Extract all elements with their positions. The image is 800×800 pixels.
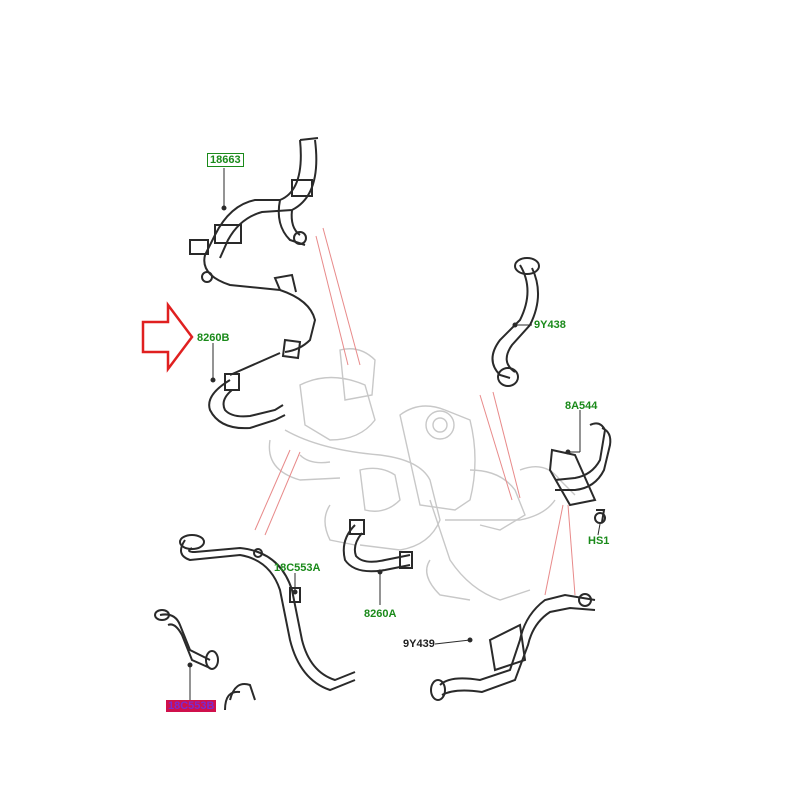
hose-8260A: [342, 519, 413, 573]
label-8260A: 8260A: [364, 608, 397, 620]
label-8A544: 8A544: [565, 400, 598, 412]
label-18663: 18663: [207, 153, 244, 167]
hose-8A544: [548, 422, 612, 524]
callout-lines: [254, 227, 576, 596]
label-HS1: HS1: [588, 535, 610, 547]
label-18C553A: 18C553A: [274, 562, 321, 574]
leader-lines: [187, 168, 601, 700]
hose-18C553A: [179, 534, 356, 692]
hose-8260B: [208, 338, 302, 430]
red-arrow: [141, 301, 194, 373]
hose-18C553B: [154, 609, 256, 711]
label-9Y438: 9Y438: [534, 319, 566, 331]
label-18C553B: 18C553B: [166, 700, 217, 712]
hose-9Y439: [430, 593, 596, 701]
label-8260B: 8260B: [197, 332, 230, 344]
hose-9Y438: [491, 257, 540, 387]
hose-18663: [189, 137, 319, 353]
label-9Y439: 9Y439: [403, 638, 435, 650]
